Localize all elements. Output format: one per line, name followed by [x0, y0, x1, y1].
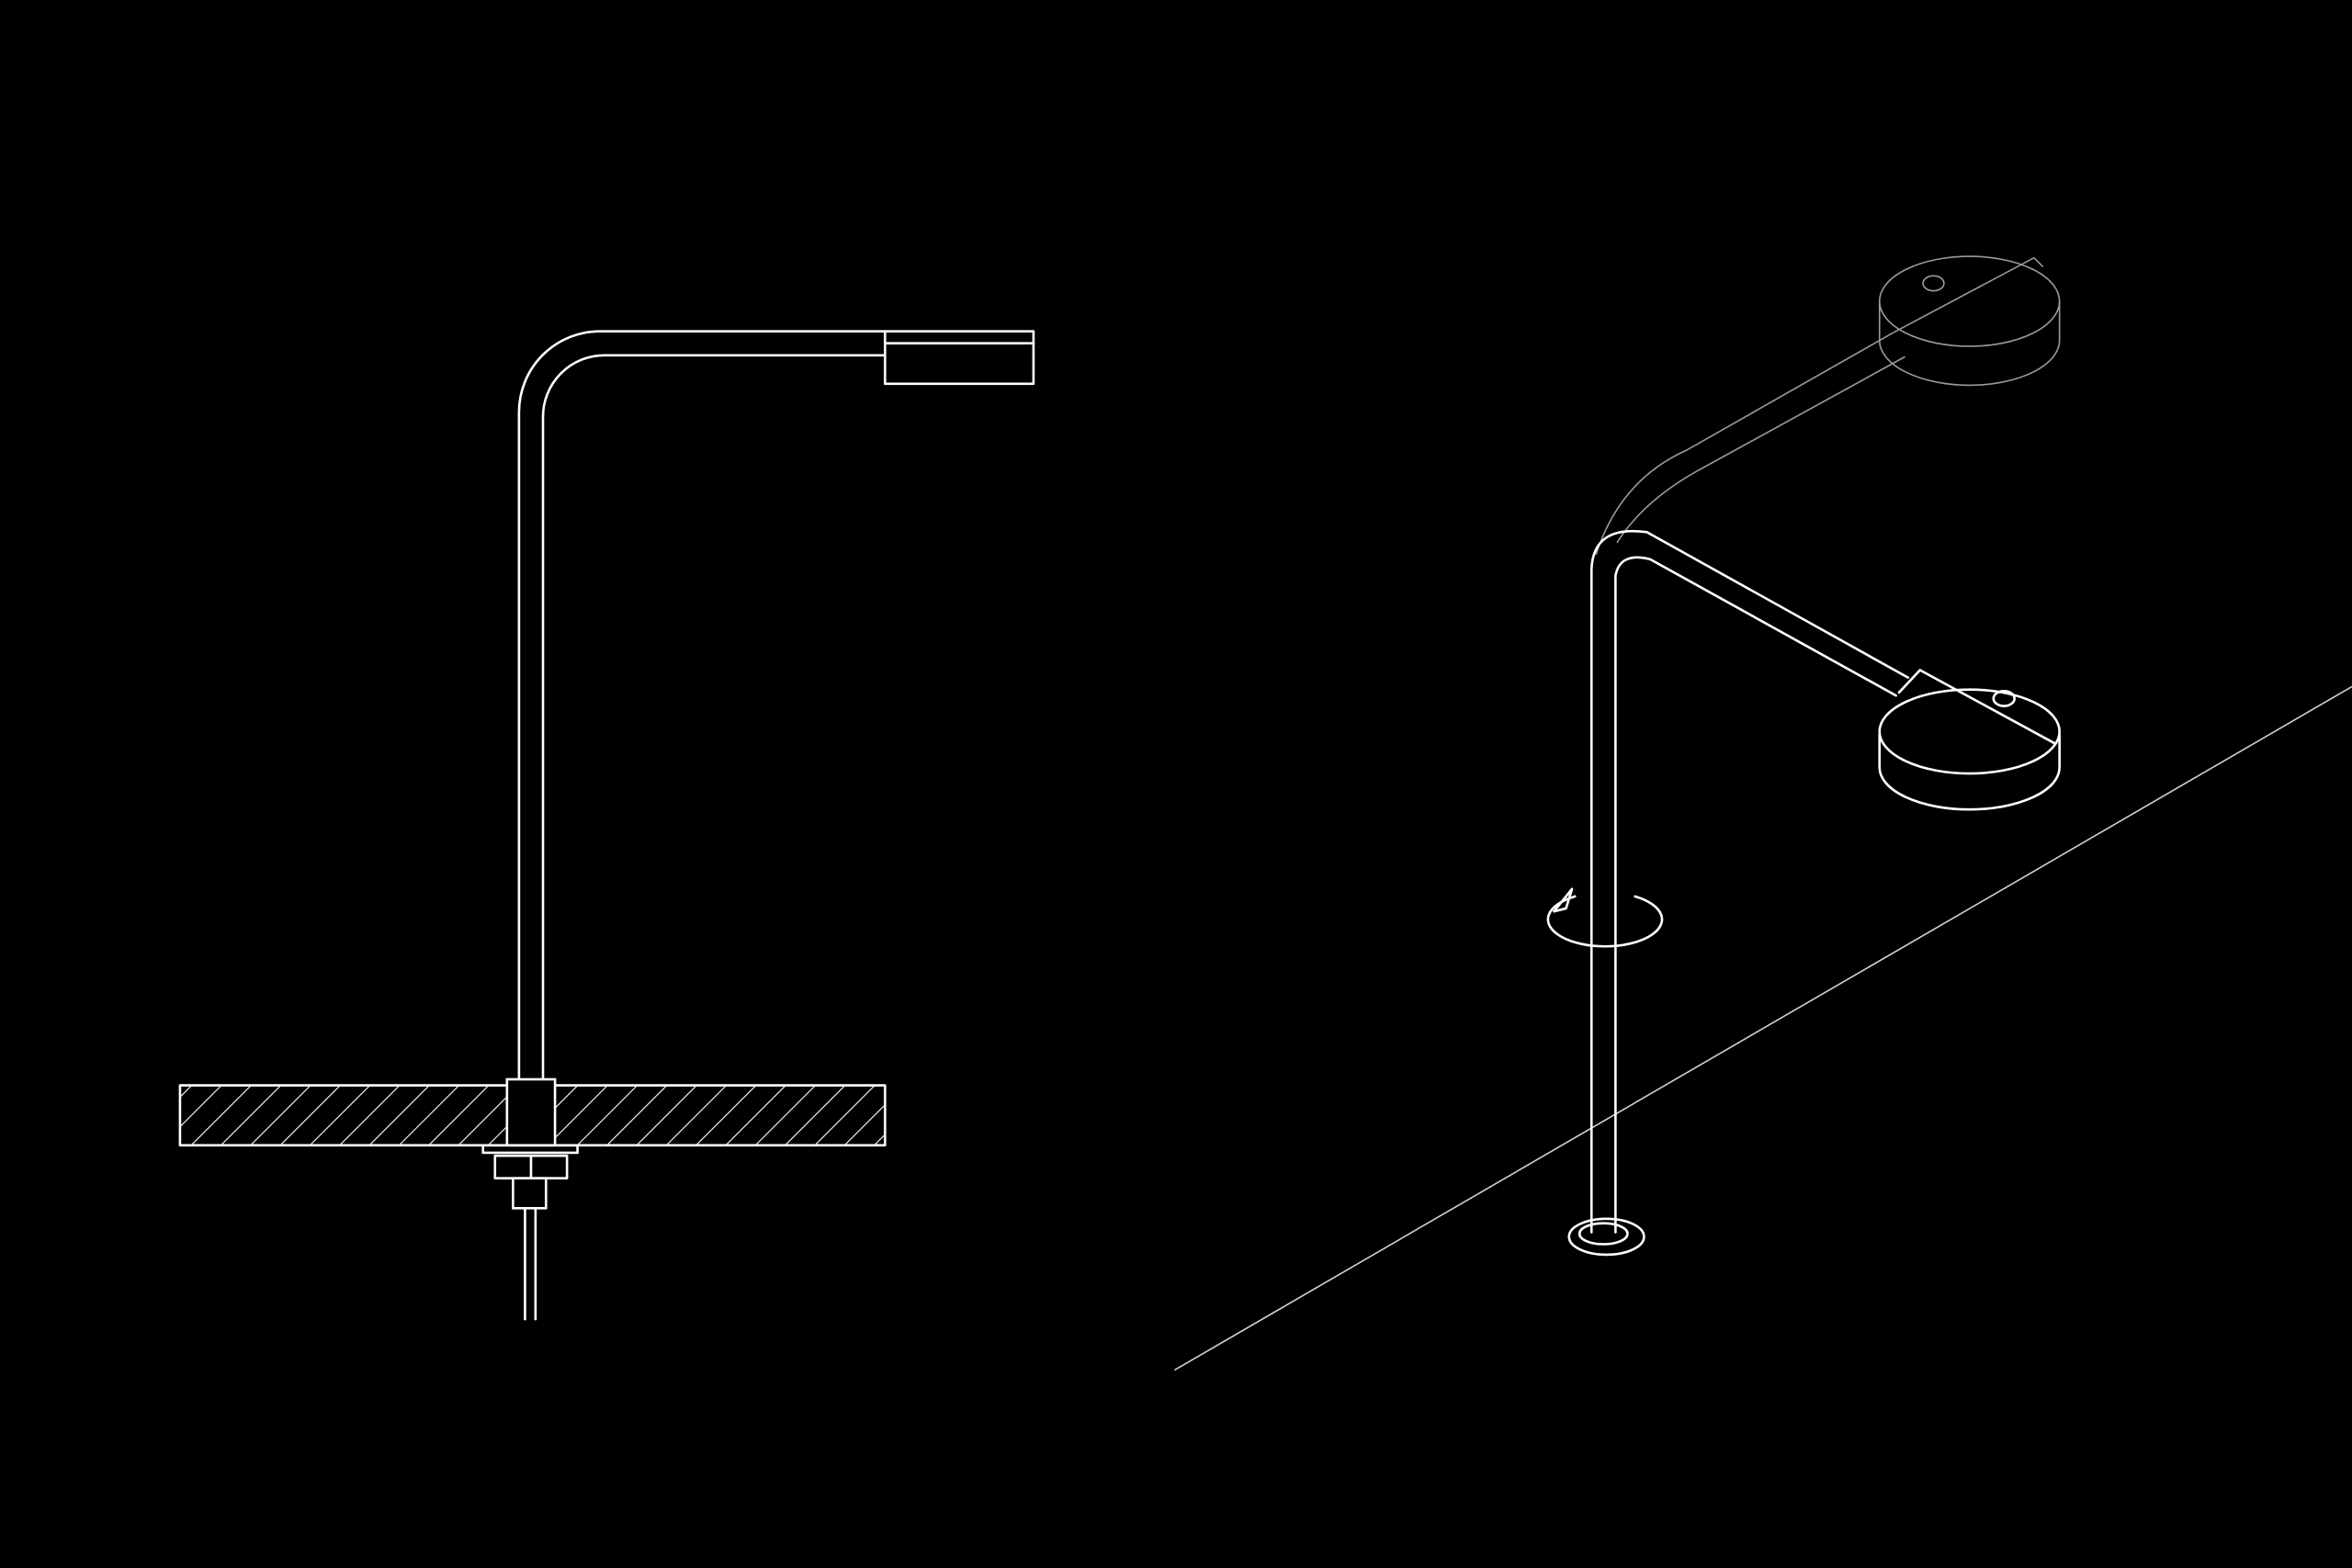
washer [481, 1144, 579, 1155]
connector [512, 1177, 548, 1210]
faucet-head [883, 330, 1035, 386]
aerator-hole [1992, 690, 2016, 707]
ghost-rotated-spout [1595, 255, 2061, 556]
faucet-head-disc [1878, 669, 2061, 811]
faucet-spout-outer-iso [1589, 529, 1910, 1234]
countertop-edge-line [1173, 685, 2352, 1371]
rotation-arrow-icon [1546, 887, 1664, 948]
faucet-spout-outer [517, 330, 887, 1084]
base-flange [1567, 1217, 1645, 1257]
faucet-spout-inner [541, 354, 887, 1084]
faucet-spout-inner-iso [1614, 556, 1897, 1234]
section-view [178, 330, 1035, 1321]
mount-sleeve [505, 1077, 557, 1147]
isometric-view [1173, 255, 2352, 1371]
